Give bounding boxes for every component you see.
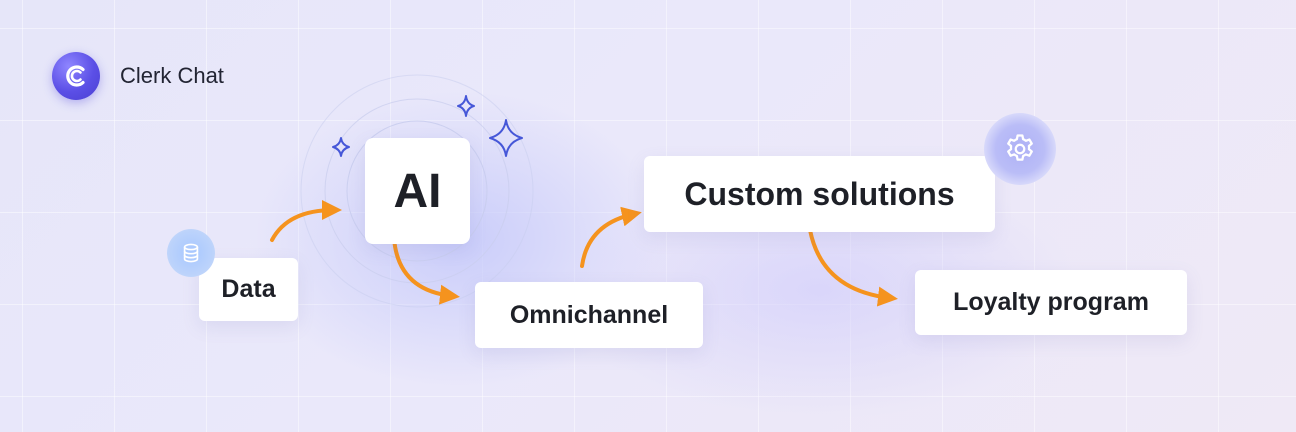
gear-icon	[984, 113, 1056, 185]
arrow-custom-to-loyalty	[808, 228, 898, 307]
clerk-chat-logo-icon	[52, 52, 100, 100]
node-loyalty-program: Loyalty program	[915, 270, 1187, 335]
node-omnichannel: Omnichannel	[475, 282, 703, 348]
arrow-data-to-ai	[270, 200, 342, 242]
database-icon	[167, 229, 215, 277]
node-ai: AI	[365, 138, 470, 244]
brand-name: Clerk Chat	[120, 63, 224, 88]
brand-logo[interactable]: Clerk Chat	[52, 52, 224, 100]
sparkle-icon	[332, 137, 350, 157]
sparkle-icon	[489, 119, 523, 157]
arrow-ai-to-omnichannel	[392, 236, 460, 305]
node-custom-solutions: Custom solutions	[644, 156, 995, 232]
logo-c-glyph	[66, 65, 85, 87]
sparkle-icon	[457, 95, 475, 117]
node-data: Data	[199, 258, 298, 321]
arrow-omnichannel-to-custom	[580, 206, 642, 268]
